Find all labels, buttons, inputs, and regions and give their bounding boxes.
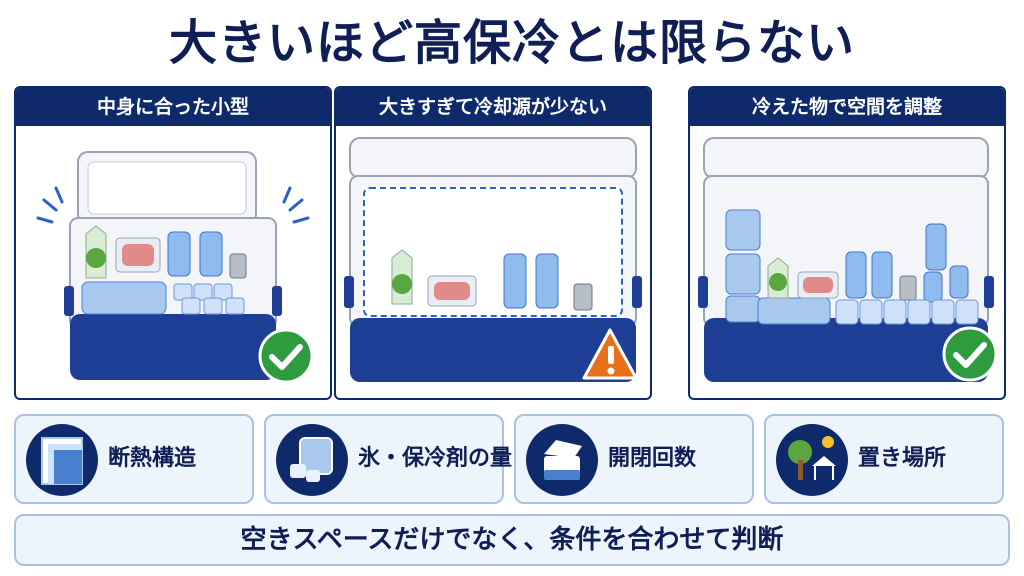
tree-sun-tent-icon <box>776 424 848 496</box>
factor-label: 氷・保冷剤の量 <box>358 446 513 471</box>
factor-insulation: 断熱構造 <box>14 414 254 504</box>
small-cooler-illustration <box>36 151 314 384</box>
factor-ice-amount: 氷・保冷剤の量 <box>264 414 512 504</box>
panel-heading: 冷えた物で空間を調整 <box>690 88 1004 126</box>
factor-label: 開閉回数 <box>608 446 697 471</box>
open-cooler-icon <box>526 424 598 496</box>
warning-icon <box>582 328 638 380</box>
panel-heading: 大きすぎて冷却源が少ない <box>336 88 650 126</box>
conclusion-banner: 空きスペースだけでなく、条件を合わせて判断 <box>14 514 1010 566</box>
factor-label: 断熱構造 <box>108 446 197 471</box>
panel-heading: 中身に合った小型 <box>16 88 330 126</box>
factor-label: 置き場所 <box>858 446 947 471</box>
factor-open-close: 開閉回数 <box>514 414 754 504</box>
check-icon <box>258 328 314 384</box>
insulation-layers-icon <box>26 424 98 496</box>
page-title: 大きいほど高保冷とは限らない <box>168 15 855 71</box>
check-icon <box>942 326 998 382</box>
factor-location: 置き場所 <box>764 414 1004 504</box>
panel-small-cooler: 中身に合った小型 <box>14 86 332 400</box>
ice-pack-icon <box>276 424 348 496</box>
filled-cooler-illustration <box>698 137 998 382</box>
large-cooler-illustration <box>344 137 642 382</box>
panel-filled-cooler: 冷えた物で空間を調整 <box>688 86 1006 400</box>
panel-large-cooler: 大きすぎて冷却源が少ない <box>334 86 652 400</box>
